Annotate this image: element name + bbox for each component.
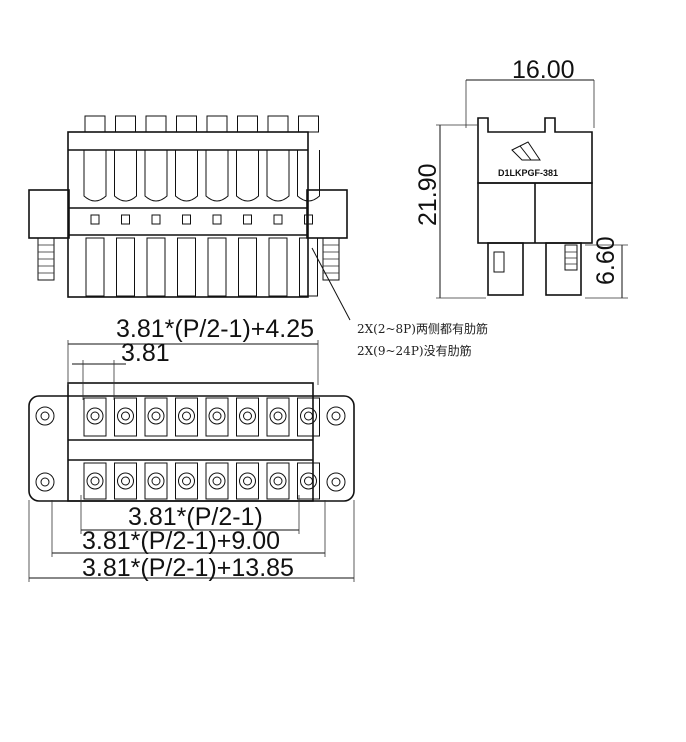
side-view: D1LKPGF-381 16.00 21.90 6.60: [414, 56, 628, 299]
mount-hole-bl: [35, 472, 55, 492]
front-pin-5: [205, 115, 229, 297]
mount-hole-tr: [326, 406, 346, 426]
mount-hole-tl: [35, 406, 55, 426]
part-label: D1LKPGF-381: [498, 168, 558, 178]
dim-body-width: 3.81*(P/2-1)+9.00: [82, 527, 280, 555]
terminal-3: [144, 397, 168, 500]
front-pin-8: [297, 115, 320, 297]
terminal-4: [175, 397, 198, 500]
dim-side-height: 21.90: [414, 163, 442, 226]
width-dimensions: 3.81*(P/2-1)+4.25 3.81 3.81*(P/2-1) 3.81…: [28, 315, 355, 582]
mount-hole-br: [326, 472, 346, 492]
dim-pin-span: 3.81*(P/2-1): [128, 503, 263, 531]
terminal-7: [266, 397, 290, 500]
front-pin-3: [144, 115, 168, 297]
note-rib-9-24p: 2X(9~24P)没有肋筋: [357, 343, 472, 358]
front-pin-6: [236, 115, 259, 297]
dim-side-width: 16.00: [512, 56, 575, 84]
terminal-1: [83, 397, 107, 500]
dim-pin-height: 6.60: [592, 236, 620, 285]
front-view: [28, 115, 351, 321]
front-pin-2: [114, 115, 137, 297]
dim-overall-width: 3.81*(P/2-1)+13.85: [82, 554, 294, 582]
dim-top-overall: 3.81*(P/2-1)+4.25: [116, 315, 314, 343]
front-pin-4: [175, 115, 198, 297]
note-rib-2-8p: 2X(2~8P)两侧都有肋筋: [357, 321, 488, 336]
front-left-screw: [37, 237, 55, 281]
terminal-8: [297, 397, 320, 500]
terminal-2: [114, 397, 137, 500]
brand-logo-mark: [511, 141, 541, 161]
front-pin-7: [266, 115, 290, 297]
dim-pitch: 3.81: [121, 339, 170, 367]
terminal-5: [205, 397, 229, 500]
front-pin-1: [83, 115, 107, 297]
terminal-6: [236, 397, 259, 500]
top-view: [28, 382, 355, 502]
